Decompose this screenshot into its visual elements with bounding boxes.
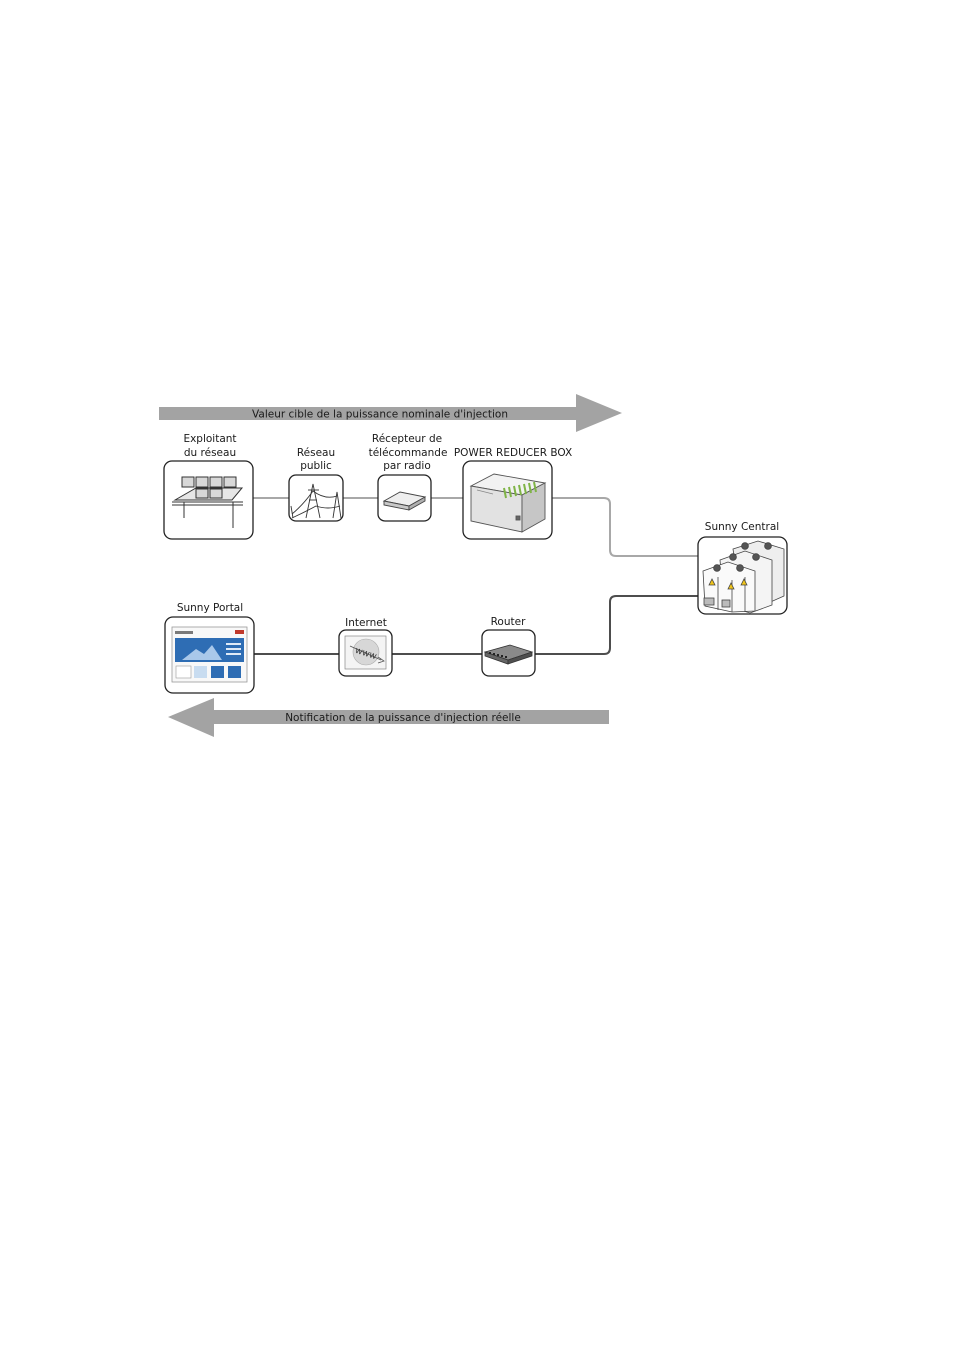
sunny-portal-label: Sunny Portal: [177, 602, 243, 614]
grid-operator-node: Exploitant du réseau: [163, 433, 254, 540]
link-prb-central: [552, 497, 698, 557]
router-label: Router: [491, 616, 526, 628]
power-pylon-icon: [290, 483, 342, 519]
top-links: [253, 497, 698, 557]
setpoint-arrow-label: Valeur cible de la puissance nominale d'…: [252, 409, 508, 421]
inverter-cabinets-icon: [702, 540, 785, 614]
internet-node: Internet www: [338, 617, 393, 677]
receiver-device-icon: [382, 491, 427, 511]
status-leds-icon: [503, 481, 537, 499]
router-ports-icon: [489, 652, 507, 658]
internet-label: Internet: [345, 617, 387, 629]
sunny-central-node: Sunny Central: [697, 521, 788, 615]
router-device-icon: [483, 644, 534, 665]
warning-sign-icon-2: [727, 582, 735, 590]
reducer-device-icon: [469, 473, 547, 533]
warning-sign-icon: [708, 578, 716, 586]
setpoint-arrow-shape: [159, 394, 622, 432]
sunny-portal-node: Sunny Portal: [164, 602, 255, 694]
radio-receiver-label-line3: par radio: [383, 460, 431, 472]
grid-operator-label-line1: Exploitant: [183, 433, 236, 445]
public-grid-label-line2: public: [300, 460, 332, 472]
link-router-central: [535, 595, 698, 655]
public-grid-node: Réseau public: [288, 447, 344, 522]
bottom-links: [254, 595, 698, 655]
globe-www-icon: www: [344, 635, 387, 670]
radio-receiver-node: Récepteur de télécommande par radio: [369, 433, 448, 522]
control-room-icon: [172, 476, 244, 528]
radio-receiver-label-line1: Récepteur de: [372, 433, 442, 445]
public-grid-label-line1: Réseau: [297, 447, 335, 459]
feedback-arrow-shape: [168, 698, 609, 737]
radio-receiver-label-line2: télécommande: [369, 447, 448, 459]
sunny-central-label: Sunny Central: [705, 521, 779, 533]
power-reducer-box-label: POWER REDUCER BOX: [454, 447, 572, 459]
web-portal-screenshot-icon: [171, 626, 248, 683]
grid-operator-label-line2: du réseau: [184, 447, 236, 459]
feedback-arrow-label: Notification de la puissance d'injection…: [285, 712, 521, 724]
power-reducer-box-node: POWER REDUCER BOX: [454, 447, 572, 540]
warning-sign-icon-3: [740, 578, 748, 586]
feedback-arrow: Notification de la puissance d'injection…: [168, 698, 609, 737]
setpoint-arrow: Valeur cible de la puissance nominale d'…: [159, 394, 622, 432]
router-node: Router: [481, 616, 536, 677]
